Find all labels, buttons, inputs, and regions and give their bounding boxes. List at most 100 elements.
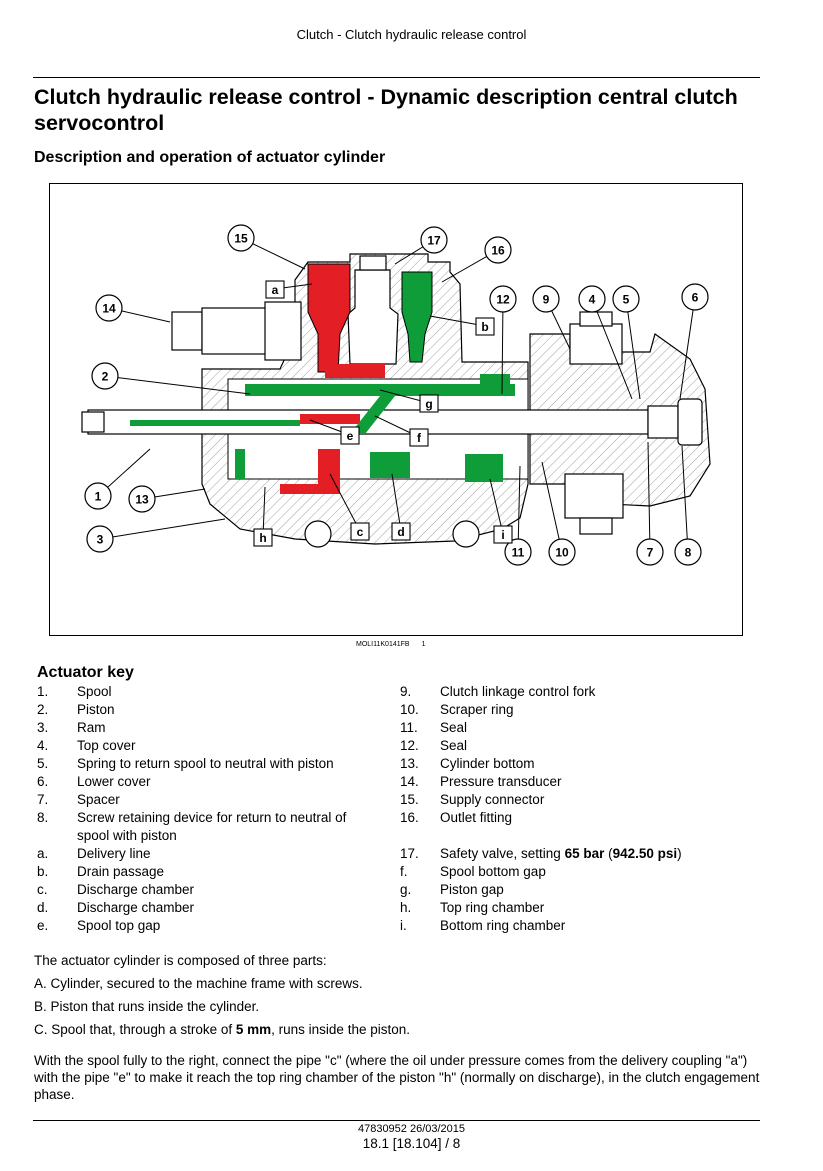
key-item: h.Top ring chamber — [400, 899, 760, 917]
key-label: Seal — [440, 738, 468, 753]
key-item: c.Discharge chamber — [37, 881, 377, 899]
key-label: Clutch linkage control fork — [440, 684, 596, 699]
callout-circle-17 — [420, 226, 448, 254]
key-item: 6. Lower cover — [37, 773, 377, 791]
key-label: Screw retaining device for return to neu… — [77, 810, 347, 843]
callout-circle-7 — [636, 538, 664, 566]
key-number: 6. — [37, 774, 49, 789]
letter-label-e: e — [347, 429, 354, 443]
ring-chamber-top-oil — [480, 374, 510, 392]
letter-box-h — [253, 528, 273, 547]
ring-chamber-i-oil — [465, 454, 503, 482]
callout-circle-6 — [681, 283, 709, 311]
key-item: 10.Scraper ring — [400, 701, 760, 719]
leader-line-7 — [647, 441, 651, 553]
letter-label-h: h — [259, 531, 266, 545]
body-item-c: C. Spool that, through a stroke of 5 mm,… — [34, 1022, 410, 1037]
leader-line-5 — [625, 298, 641, 400]
key-item: g.Piston gap — [400, 881, 760, 899]
key-number: 2. — [37, 702, 49, 717]
letter-label-b: b — [481, 320, 488, 334]
key-label: Piston — [77, 702, 115, 717]
discharge-d-oil — [370, 452, 410, 478]
callout-label-11: 11 — [512, 546, 525, 560]
key-label: Safety valve, setting 65 bar (942.50 psi… — [440, 846, 682, 861]
transducer-head — [171, 311, 203, 351]
key-number: 12. — [400, 738, 419, 753]
footer-rule — [33, 1120, 760, 1121]
callout-label-15: 15 — [234, 232, 248, 246]
leader-line-12 — [501, 298, 504, 395]
key-list-left: 1.Spool 2.Piston 3.Ram 4.Top cover 5.Spr… — [37, 683, 377, 935]
key-number: h. — [400, 900, 412, 915]
key-list-right: 9.Clutch linkage control fork 10.Scraper… — [400, 683, 760, 935]
spool-bottom-gap-oil — [350, 396, 395, 434]
drain-left-oil — [235, 449, 245, 479]
key-label: Scraper ring — [440, 702, 514, 717]
letter-box-d — [391, 522, 411, 541]
callout-circle-3 — [86, 525, 114, 553]
callout-label-5: 5 — [623, 293, 630, 307]
discharge-c-oil — [318, 449, 340, 489]
letter-box-f — [409, 428, 429, 447]
footer-page-ref: 18.1 [18.104] / 8 — [362, 1136, 461, 1151]
leader-line-8 — [681, 445, 689, 553]
spool-top-gap-oil — [300, 414, 360, 424]
letter-box-i — [493, 525, 513, 544]
leader-line-4 — [591, 298, 633, 400]
spool-end — [81, 411, 105, 433]
letter-box-b — [475, 317, 495, 336]
key-number: 17. — [400, 846, 419, 861]
section-title: Description and operation of actuator cy… — [34, 149, 386, 166]
key-number: f. — [400, 864, 408, 879]
callout-label-4: 4 — [589, 293, 596, 307]
key-number: 8. — [37, 810, 49, 825]
callout-circle-15 — [227, 224, 255, 252]
key-label: Bottom ring chamber — [440, 918, 566, 933]
top-bolt — [569, 323, 623, 365]
letter-box-e — [340, 426, 360, 445]
callout-label-16: 16 — [491, 244, 505, 258]
callout-circle-13 — [128, 485, 156, 513]
callout-circle-1 — [84, 482, 112, 510]
key-number: e. — [37, 918, 49, 933]
leader-line-10 — [541, 461, 563, 553]
mounting-hole-right — [452, 520, 480, 548]
end-cap — [677, 398, 703, 446]
key-item: 7.Spacer — [37, 791, 377, 809]
key-number: c. — [37, 882, 48, 897]
key-label: Lower cover — [77, 774, 151, 789]
callout-circle-4 — [578, 285, 606, 313]
key-number: a. — [37, 846, 49, 861]
body-intro: The actuator cylinder is composed of thr… — [34, 953, 327, 968]
key-label: Spool bottom gap — [440, 864, 546, 879]
key-number: g. — [400, 882, 412, 897]
callout-label-17: 17 — [427, 234, 441, 248]
callout-label-9: 9 — [543, 293, 550, 307]
key-label: Spring to return spool to neutral with p… — [77, 756, 334, 771]
bottom-bolt-head — [579, 517, 613, 535]
page-title: Clutch hydraulic release control - Dynam… — [34, 85, 738, 135]
letter-label-f: f — [417, 431, 422, 445]
key-item: 13.Cylinder bottom — [400, 755, 760, 773]
key-label: Spool — [77, 684, 112, 699]
key-label: Seal — [440, 720, 468, 735]
key-number: 5. — [37, 756, 49, 771]
body-item-a: A. Cylinder, secured to the machine fram… — [34, 976, 363, 991]
ring-chamber-h-oil — [280, 484, 340, 494]
letter-label-g: g — [425, 397, 432, 411]
spacer — [647, 405, 679, 439]
key-number: i. — [400, 918, 407, 933]
key-number: 3. — [37, 720, 49, 735]
key-item: 1.Spool — [37, 683, 377, 701]
body-item-b: B. Piston that runs inside the cylinder. — [34, 999, 260, 1014]
callout-label-2: 2 — [102, 370, 109, 384]
callout-circle-16 — [484, 236, 512, 264]
key-item: 2. Piston — [37, 701, 377, 719]
callout-circle-2 — [91, 362, 119, 390]
key-number: 4. — [37, 738, 49, 753]
key-item: 11.Seal — [400, 719, 760, 737]
key-item: 5. Spring to return spool to neutral with… — [37, 755, 377, 773]
